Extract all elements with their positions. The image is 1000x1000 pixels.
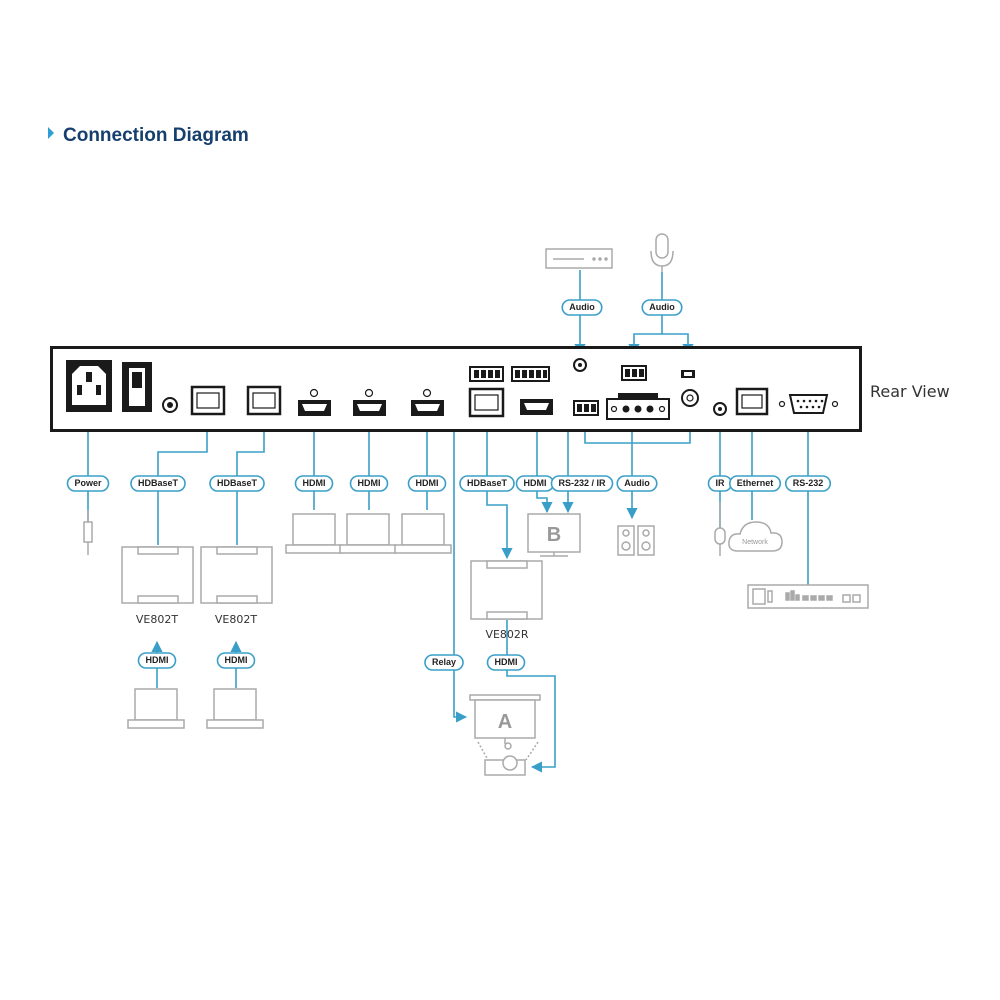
label-text: HDMI [146,655,169,665]
hdbaset-out-port [468,387,505,418]
network-cloud-icon [728,521,783,552]
label-audio-out: Audio [616,475,658,492]
label-text: HDMI [358,478,381,488]
label-hdbaset-1: HDBaseT [130,475,186,492]
hdbaset-in-port-1 [190,385,226,416]
label-hdmi-out: HDMI [515,475,555,492]
microphone-icon [650,233,674,272]
ve802t-label-1: VE802T [136,613,178,626]
display-b-icon [527,513,581,557]
label-hdmi-rx: HDMI [486,654,526,671]
label-text: IR [716,478,726,488]
laptop-icon [285,513,343,554]
label-hdmi-3: HDMI [407,475,447,492]
connection-labels: Power HDBaseT HDBaseT HDMI HDMI HDMI HDBaseT HD… [66,299,832,671]
label-hdbaset-2: HDBaseT [209,475,265,492]
label-ir: IR [707,475,733,492]
rear-view-label: Rear View [870,382,950,401]
audio-out-terminal-icon [573,400,599,416]
screen-a-label: A [498,711,512,733]
label-hdmi-1: HDMI [294,475,334,492]
label-text: Audio [624,478,650,488]
rs232-port [778,394,839,414]
audio-out-jack-icon [681,389,699,407]
projector-icon [477,741,539,776]
label-hdbaset-out: HDBaseT [459,475,515,492]
label-text: HDMI [524,478,547,488]
label-audio-top-1: Audio [561,299,603,316]
power-inlet-icon [66,360,112,412]
ve802r-device [470,560,543,620]
label-hdmi-tx-1: HDMI [137,652,177,669]
label-text: HDBaseT [467,478,508,488]
hdmi-in-port-3 [411,388,444,416]
speakers-icon [617,525,655,556]
label-text: HDMI [495,657,518,667]
ve802t-label-2: VE802T [215,613,257,626]
label-ethernet: Ethernet [728,475,782,492]
rs232-ir-terminal-icon [511,366,550,382]
ir-receiver-icon [714,502,726,556]
ve802t-device-1 [121,546,194,604]
control-system-icon [747,584,869,609]
ve802t-device-2 [200,546,273,604]
speaker-terminal-icon [606,393,670,420]
connection-lines [87,270,814,773]
label-text: HDMI [225,655,248,665]
label-text: Audio [649,302,675,312]
display-b-label: B [547,524,561,546]
mic-terminal-icon [621,365,647,381]
label-text: HDMI [416,478,439,488]
power-switch-icon [122,362,152,412]
label-text: RS-232 / IR [558,478,606,488]
hdbaset-in-port-2 [246,385,282,416]
ethernet-port [735,387,769,416]
laptop-icon [339,513,397,554]
rear-panel [50,346,862,432]
laptop-icon [127,688,185,729]
label-text: Ethernet [737,478,774,488]
label-hdmi-tx-2: HDMI [216,652,256,669]
label-text: HDBaseT [217,478,258,488]
label-text: Power [74,478,102,488]
ir-jack-icon [713,402,727,416]
network-label: Network [742,539,768,546]
laptop-icon [394,513,452,554]
power-plug-icon [83,510,93,555]
hdmi-in-port-2 [353,388,386,416]
label-power: Power [66,475,110,492]
label-hdmi-2: HDMI [349,475,389,492]
label-rs232-ir: RS-232 / IR [550,475,614,492]
label-text: HDMI [303,478,326,488]
ve802r-label: VE802R [485,628,528,641]
hdmi-out-port [520,399,553,415]
label-text: HDBaseT [138,478,179,488]
audio-in-jack-icon [573,358,587,372]
heading-triangle-icon [48,127,54,139]
label-relay: Relay [424,654,464,671]
label-audio-top-2: Audio [641,299,683,316]
page-title: Connection Diagram [63,125,249,146]
relay-terminal-icon [469,366,504,382]
projection-screen-icon [469,694,541,744]
label-text: Audio [569,302,595,312]
label-text: Relay [432,657,456,667]
hdmi-in-port-1 [298,388,331,416]
laptop-icon [206,688,264,729]
label-rs232: RS-232 [784,475,832,492]
ground-screw-icon [162,397,178,413]
audio-source-device-icon [545,248,613,269]
label-text: RS-232 [793,478,824,488]
